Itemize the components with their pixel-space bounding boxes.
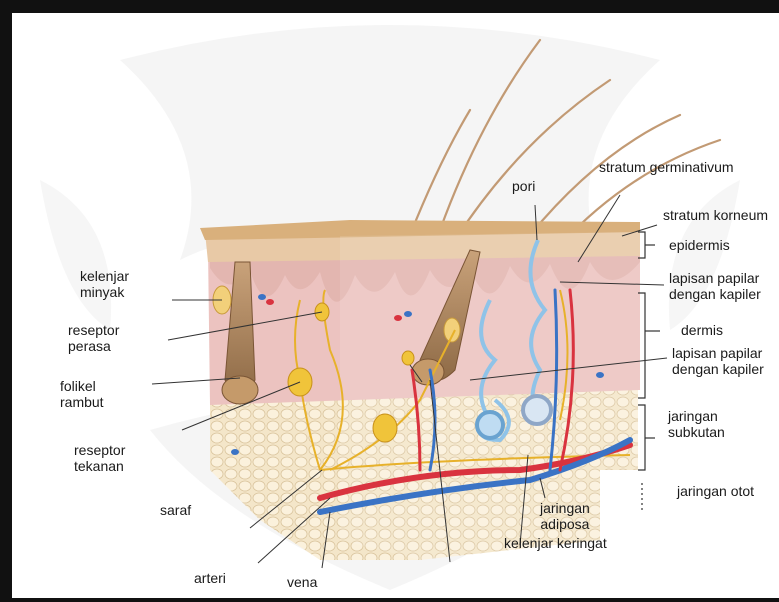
label-epidermis: epidermis: [669, 237, 730, 253]
label-saraf: saraf: [160, 502, 191, 518]
label-dermis: dermis: [681, 322, 723, 338]
label-stratum-korneum: stratum korneum: [663, 207, 768, 223]
label-reseptor-perasa: reseptor perasa: [68, 322, 119, 354]
label-jaringan-otot: jaringan otot: [677, 483, 754, 499]
label-vena: vena: [287, 574, 317, 590]
label-jaringan-adiposa: jaringan adiposa: [540, 500, 590, 532]
label-kelenjar-minyak: kelenjar minyak: [80, 268, 129, 300]
layer-brackets: [638, 232, 660, 510]
label-jaringan-subkutan: jaringan subkutan: [668, 408, 725, 440]
label-pori: pori: [512, 178, 535, 194]
label-arteri: arteri: [194, 570, 226, 586]
label-kelenjar-keringat: kelenjar keringat: [504, 535, 607, 551]
label-lapisan-papilar-2: lapisan papilar dengan kapiler: [672, 345, 764, 377]
label-reseptor-tekanan: reseptor tekanan: [74, 442, 125, 474]
label-folikel-rambut: folikel rambut: [60, 378, 104, 410]
label-stratum-germinativum: stratum germinativum: [599, 159, 734, 175]
label-lapisan-papilar-1: lapisan papilar dengan kapiler: [669, 270, 761, 302]
